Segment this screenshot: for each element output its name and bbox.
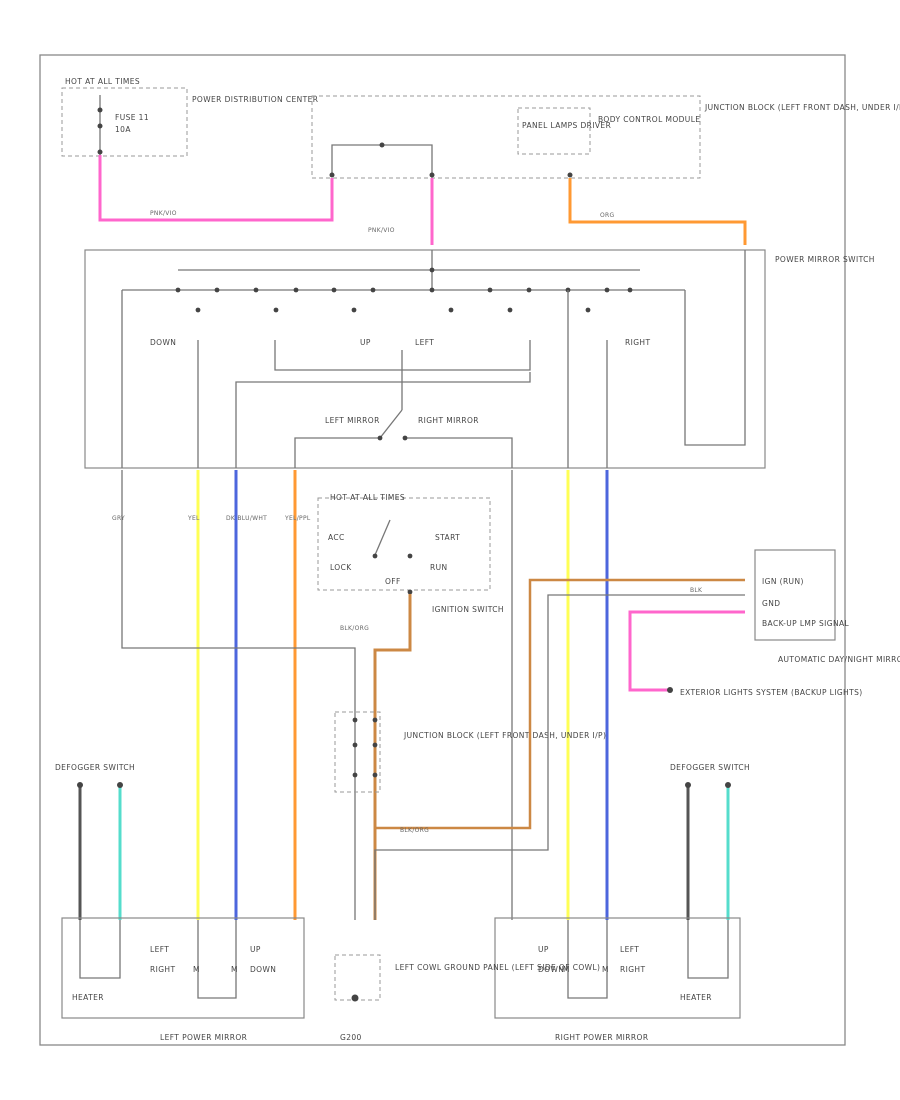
ground-panel-label: LEFT COWL GROUND PANEL (LEFT SIDE OF COW…: [395, 963, 600, 972]
right-defogger: DEFOGGER SWITCH: [670, 763, 750, 920]
ground-g200: LEFT COWL GROUND PANEL (LEFT SIDE OF COW…: [334, 954, 600, 1042]
fuse-label: FUSE 11: [115, 113, 149, 122]
power-mirror-switch: POWER MIRROR SWITCH DOWN UP LEFT RIGHT L…: [84, 249, 875, 469]
gry-wire-label: GRY: [112, 515, 125, 522]
start-label: START: [435, 533, 460, 542]
backup-lamp-label: BACK-UP LMP SIGNAL: [762, 619, 849, 628]
left-power-mirror-label: LEFT POWER MIRROR: [160, 1033, 247, 1042]
gnd-label: GND: [762, 599, 780, 608]
pink-wire-fuse-to-bcm: [98, 155, 334, 222]
junction-block-mid: JUNCTION BLOCK (LEFT FRONT DASH, UNDER I…: [334, 711, 606, 793]
hot-at-all-times-label: HOT AT ALL TIMES: [65, 77, 140, 86]
panel-lamps-driver-label: PANEL LAMPS DRIVER: [522, 121, 611, 130]
right-heater-label: HEATER: [680, 993, 712, 1002]
junction-block-mid-label: JUNCTION BLOCK (LEFT FRONT DASH, UNDER I…: [403, 731, 606, 740]
switch-down-label: DOWN: [150, 338, 176, 347]
right-mirror-left-label: LEFT: [620, 945, 639, 954]
pnk-wire-label-2: PNK/VIO: [368, 227, 395, 234]
power-distribution-center: HOT AT ALL TIMES FUSE 11 10A POWER DISTR…: [61, 77, 318, 157]
lock-label: LOCK: [330, 563, 352, 572]
pink-wire-backup: [628, 610, 745, 692]
defogger-right-label: DEFOGGER SWITCH: [670, 763, 750, 772]
gray-wire-left: [121, 470, 356, 920]
svg-text:M: M: [193, 965, 200, 974]
junction-block-top-label: JUNCTION BLOCK (LEFT FRONT DASH, UNDER I…: [704, 103, 900, 112]
switch-right-label: RIGHT: [625, 338, 650, 347]
svg-text:M: M: [563, 965, 570, 974]
acc-label: ACC: [328, 533, 345, 542]
left-power-mirror: LEFT UP RIGHT DOWN HEATER M M LEFT POWER…: [61, 917, 305, 1042]
blk-wire-to-mirror-gnd: [374, 594, 745, 920]
ground-id-label: G200: [340, 1033, 362, 1042]
ignition-hot-label: HOT AT ALL TIMES: [330, 493, 405, 502]
left-mirror-down-label: DOWN: [250, 965, 276, 974]
body-control-module: PANEL LAMPS DRIVER BODY CONTROL MODULE J…: [311, 95, 900, 179]
defogger-left-label: DEFOGGER SWITCH: [55, 763, 135, 772]
pdc-label: POWER DISTRIBUTION CENTER: [192, 95, 318, 104]
org-wire-label-left: YEL/PPL: [284, 515, 311, 522]
bcm-label: BODY CONTROL MODULE: [598, 115, 700, 124]
exterior-lights-label: EXTERIOR LIGHTS SYSTEM (BACKUP LIGHTS): [680, 688, 863, 697]
ignition-switch: HOT AT ALL TIMES ACC START LOCK RUN OFF …: [317, 493, 504, 614]
auto-mirror-label: AUTOMATIC DAY/NIGHT MIRROR: [778, 655, 900, 664]
blk-wire-label: BLK: [690, 587, 703, 594]
tan-wire-ignition: [373, 594, 412, 920]
diagram-border: [39, 54, 846, 1046]
yel-wire-label-left: YEL: [187, 515, 200, 522]
left-mirror-up-label: UP: [250, 945, 261, 954]
svg-text:M: M: [602, 965, 609, 974]
blk-org-label-2: BLK/ORG: [400, 827, 429, 834]
orange-wire-panel-lamps: [568, 178, 747, 245]
right-power-mirror: UP LEFT DOWN RIGHT HEATER M M RIGHT POWE…: [494, 917, 741, 1042]
org-wire-label: ORG: [600, 212, 614, 219]
power-mirror-switch-label: POWER MIRROR SWITCH: [775, 255, 875, 264]
right-mirror-down-label: DOWN: [538, 965, 564, 974]
switch-up-label: UP: [360, 338, 371, 347]
switch-left-label: LEFT: [415, 338, 434, 347]
off-label: OFF: [385, 577, 401, 586]
right-mirror-right-label: RIGHT: [620, 965, 645, 974]
auto-day-night-mirror: IGN (RUN) GND BACK-UP LMP SIGNAL AUTOMAT…: [754, 549, 900, 664]
tan-wire-to-mirror: [373, 578, 745, 830]
svg-text:M: M: [231, 965, 238, 974]
right-mirror-label: RIGHT MIRROR: [418, 416, 479, 425]
ignition-switch-label: IGNITION SWITCH: [432, 605, 504, 614]
right-mirror-up-label: UP: [538, 945, 549, 954]
left-mirror-left-label: LEFT: [150, 945, 169, 954]
left-mirror-label: LEFT MIRROR: [325, 416, 380, 425]
ign-run-label: IGN (RUN): [762, 577, 804, 586]
run-label: RUN: [430, 563, 448, 572]
fuse-amps-label: 10A: [115, 125, 131, 134]
right-power-mirror-label: RIGHT POWER MIRROR: [555, 1033, 648, 1042]
left-defogger: DEFOGGER SWITCH: [55, 763, 135, 920]
pnk-wire-label-1: PNK/VIO: [150, 210, 177, 217]
left-mirror-right-label: RIGHT: [150, 965, 175, 974]
left-heater-label: HEATER: [72, 993, 104, 1002]
blu-wire-label-left: DK BLU/WHT: [226, 515, 267, 522]
blk-org-label-1: BLK/ORG: [340, 625, 369, 632]
